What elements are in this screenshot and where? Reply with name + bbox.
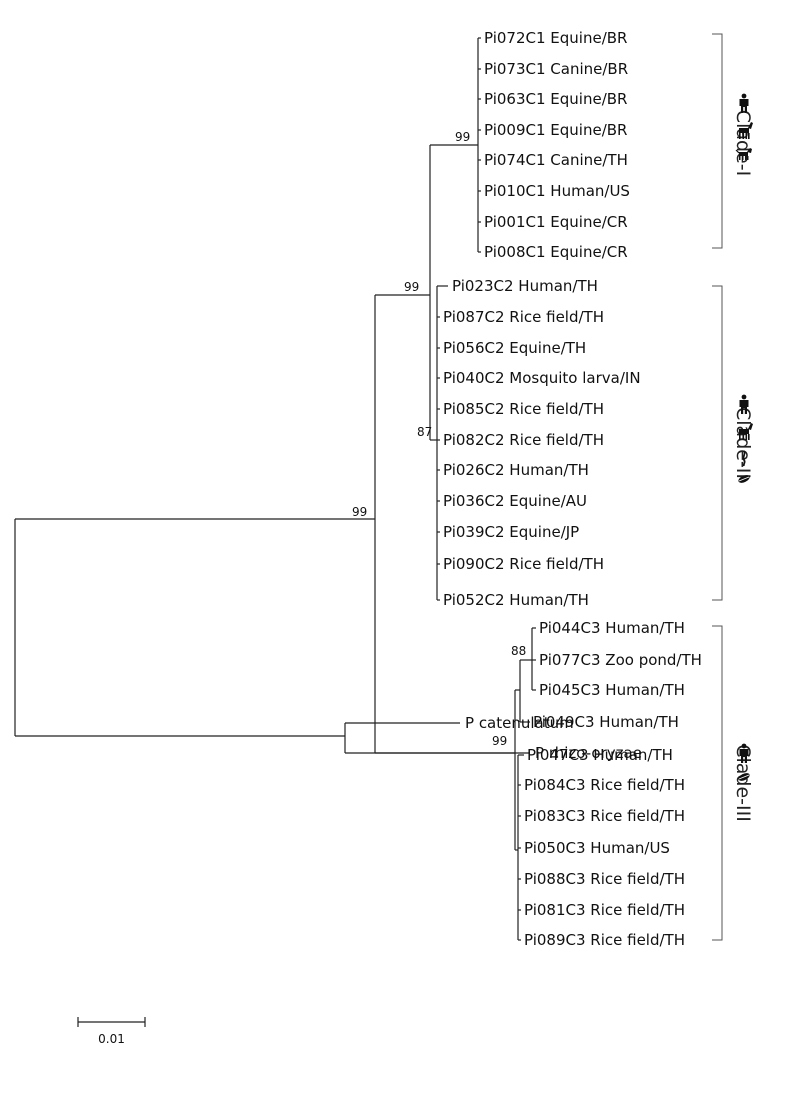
taxon-label: Pi009C1 Equine/BR <box>484 121 627 139</box>
taxon-label: Pi072C1 Equine/BR <box>484 29 627 47</box>
taxon-label: Pi049C3 Human/TH <box>533 713 679 731</box>
clade-2-label: Clade-II <box>732 407 754 479</box>
taxon-labels: Pi072C1 Equine/BR Pi073C1 Canine/BR Pi06… <box>443 29 702 949</box>
clade-2-bracket <box>712 285 723 601</box>
tree-branches <box>14 37 536 941</box>
taxon-label: Pi087C2 Rice field/TH <box>443 308 604 326</box>
taxon-label: P rhizo-oryzae <box>535 744 642 762</box>
bootstrap-values: 99 99 99 87 99 88 <box>352 130 526 748</box>
taxon-label: Pi039C2 Equine/JP <box>443 523 579 541</box>
taxon-label: Pi088C3 Rice field/TH <box>524 870 685 888</box>
taxon-label: Pi040C2 Mosquito larva/IN <box>443 369 641 387</box>
taxon-label: Pi026C2 Human/TH <box>443 461 589 479</box>
bootstrap-clade3-sub: 88 <box>511 644 526 658</box>
bootstrap-clade2-sub: 87 <box>417 425 432 439</box>
taxon-label: Pi089C3 Rice field/TH <box>524 931 685 949</box>
taxon-label: Pi090C2 Rice field/TH <box>443 555 604 573</box>
taxon-label: Pi082C2 Rice field/TH <box>443 431 604 449</box>
taxon-label: Pi001C1 Equine/CR <box>484 213 628 231</box>
scale-bar-label: 0.01 <box>98 1032 125 1046</box>
taxon-label: Pi084C3 Rice field/TH <box>524 776 685 794</box>
taxon-label: Pi081C3 Rice field/TH <box>524 901 685 919</box>
taxon-label: Pi045C3 Human/TH <box>539 681 685 699</box>
taxon-label: P catenulatum <box>465 714 574 732</box>
taxon-label: Pi073C1 Canine/BR <box>484 60 628 78</box>
scale-bar: 0.01 <box>77 1017 146 1046</box>
taxon-label: Pi083C3 Rice field/TH <box>524 807 685 825</box>
bootstrap-clade1: 99 <box>455 130 470 144</box>
taxon-label: Pi044C3 Human/TH <box>539 619 685 637</box>
bootstrap-clade3: 99 <box>492 734 507 748</box>
taxon-label: Pi052C2 Human/TH <box>443 591 589 609</box>
taxon-label: Pi047C3 Human/TH <box>527 746 673 764</box>
taxon-label: Pi036C2 Equine/AU <box>443 492 587 510</box>
taxon-label: Pi023C2 Human/TH <box>452 277 598 295</box>
clade-labels: Clade-I Clade-II Clade-III <box>732 110 754 822</box>
bootstrap-root-ingroup: 99 <box>352 505 367 519</box>
taxon-label: Pi074C1 Canine/TH <box>484 151 628 169</box>
taxon-label: Pi085C2 Rice field/TH <box>443 400 604 418</box>
clade-brackets <box>712 33 723 941</box>
taxon-label: Pi008C1 Equine/CR <box>484 243 628 261</box>
taxon-label: Pi050C3 Human/US <box>524 839 670 857</box>
taxon-label: Pi056C2 Equine/TH <box>443 339 586 357</box>
clade-3-bracket <box>712 625 723 941</box>
clade-1-label: Clade-I <box>732 110 754 176</box>
taxon-label: Pi010C1 Human/US <box>484 182 630 200</box>
clade-3-label: Clade-III <box>732 744 754 822</box>
clade-1-bracket <box>712 33 723 249</box>
taxon-label: Pi077C3 Zoo pond/TH <box>539 651 702 669</box>
taxon-label: Pi063C1 Equine/BR <box>484 90 627 108</box>
bootstrap-clade1-clade2: 99 <box>404 280 419 294</box>
